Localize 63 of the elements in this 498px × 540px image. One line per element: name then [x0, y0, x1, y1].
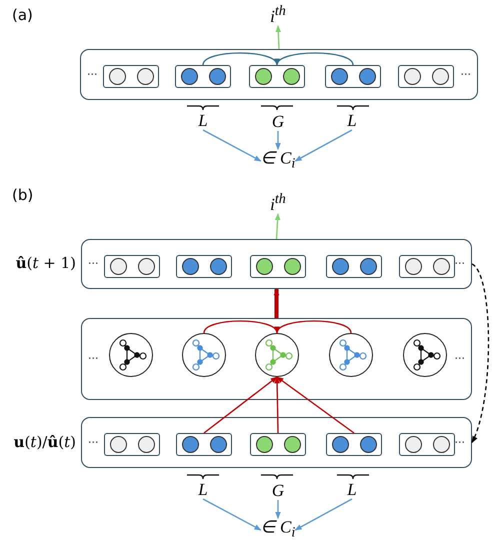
arrow	[276, 376, 354, 434]
arrow	[274, 288, 280, 318]
arrow	[275, 25, 282, 50]
unit-pair-box	[249, 65, 305, 88]
arrow	[471, 264, 490, 444]
unit-pair-box	[399, 433, 455, 456]
curved-arrow	[276, 52, 354, 66]
unit-pair-box	[325, 65, 381, 88]
arrow	[202, 129, 262, 162]
unit-pair-box	[326, 255, 382, 278]
unit-pair-box	[104, 255, 160, 278]
curved-arrow	[276, 320, 352, 334]
math-label: L	[198, 481, 208, 499]
unit-pair-box	[175, 65, 231, 88]
arrow	[275, 500, 281, 519]
math-label: L	[198, 112, 208, 130]
graph-node-circle	[182, 333, 226, 377]
graph-node-circle	[329, 333, 373, 377]
ellipsis-text: ···	[454, 353, 465, 365]
ellipsis-text: ···	[460, 68, 471, 80]
unit-pair-box	[398, 65, 454, 88]
arrow	[274, 376, 280, 434]
curved-arrow	[203, 320, 278, 334]
math-label: i$^{th}$	[270, 190, 286, 214]
arrow	[294, 498, 352, 531]
math-label: ∈ C$_{i}$	[260, 149, 296, 173]
row-label: û(t + 1)	[16, 254, 76, 272]
layer-panel	[80, 49, 478, 100]
panel-label: (b)	[12, 186, 34, 204]
ellipsis-text: ···	[88, 353, 98, 365]
unit-pair-box	[176, 433, 232, 456]
layer-panel	[81, 417, 472, 468]
layer-panel	[81, 318, 472, 400]
layer-panel	[81, 239, 472, 289]
unit-pair-box	[326, 433, 382, 456]
unit-pair-box	[103, 65, 159, 88]
arrow	[204, 376, 278, 434]
curved-arrow	[202, 52, 278, 66]
unit-pair-box	[250, 255, 306, 278]
ellipsis-text: ···	[88, 258, 98, 270]
arrow	[202, 498, 262, 531]
arrow	[274, 213, 280, 240]
graph-node-circle	[403, 333, 447, 377]
math-label: L	[347, 481, 357, 499]
arrow	[294, 129, 352, 162]
math-label: L	[347, 112, 357, 130]
ellipsis-text: ···	[454, 258, 465, 270]
graph-node-circle	[109, 333, 153, 377]
panel-label: (a)	[12, 6, 33, 24]
unit-pair-box	[104, 433, 160, 456]
ellipsis-text: ···	[88, 436, 98, 448]
arrow	[275, 131, 281, 150]
row-label: u(t)/û(t)	[14, 433, 76, 451]
math-label: G	[272, 113, 284, 131]
math-label: i$^{th}$	[270, 2, 286, 26]
unit-pair-box	[399, 255, 455, 278]
ellipsis-text: ···	[454, 436, 465, 448]
unit-pair-box	[176, 255, 232, 278]
math-label: ∈ C$_{i}$	[260, 518, 296, 540]
ellipsis-text: ···	[87, 68, 98, 80]
graph-node-circle	[255, 333, 299, 377]
math-label: G	[272, 482, 284, 500]
unit-pair-box	[250, 433, 306, 456]
